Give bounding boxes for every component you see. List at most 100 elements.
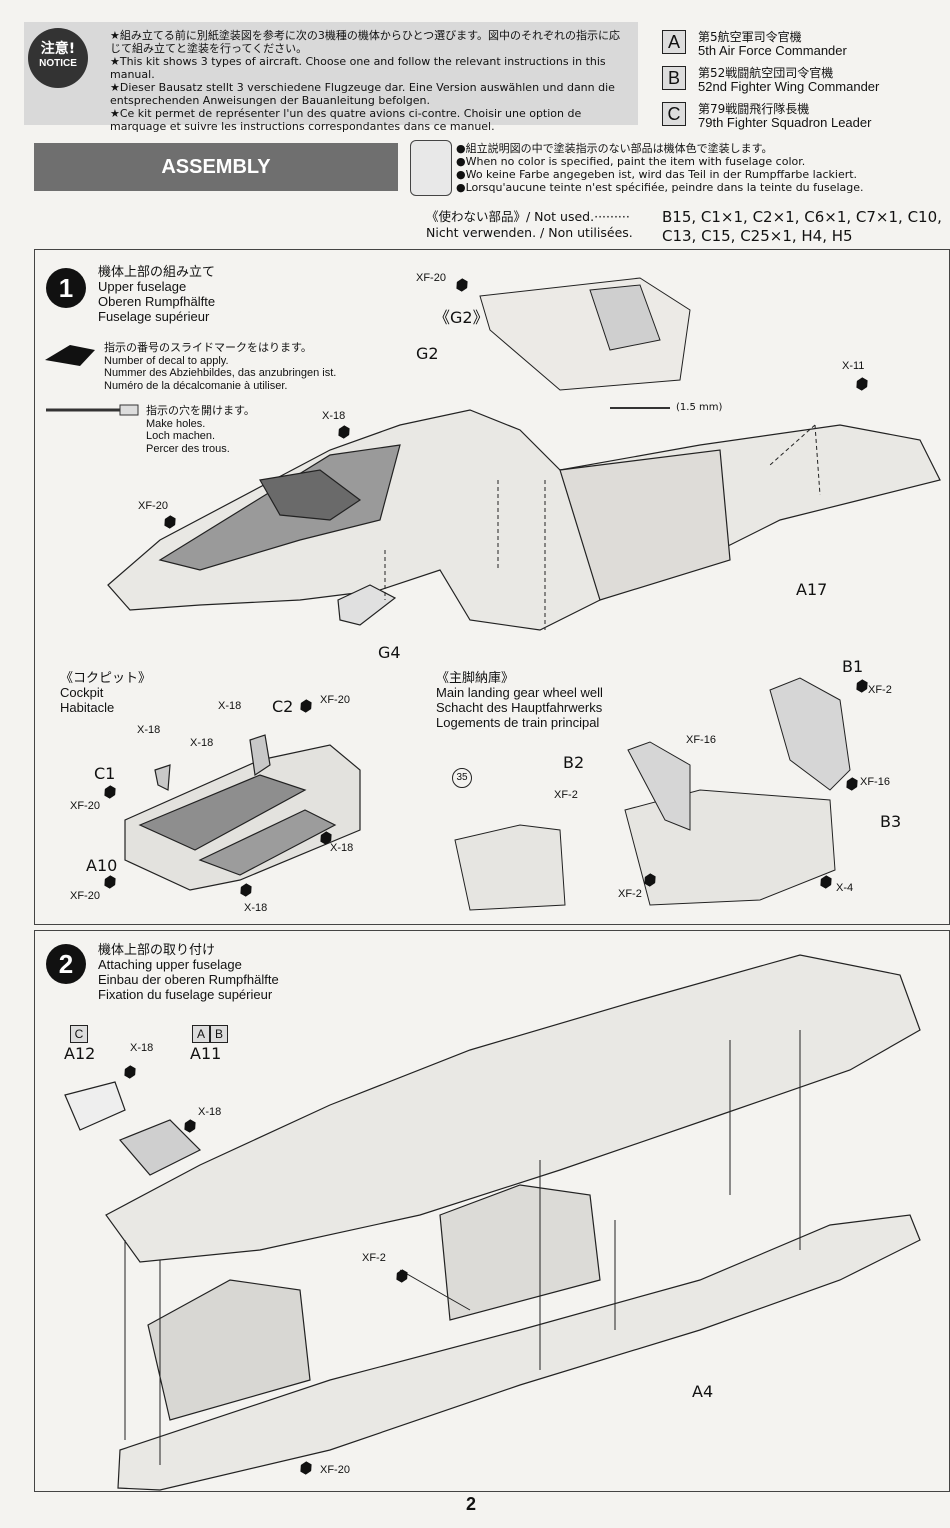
version-en: 79th Fighter Squadron Leader xyxy=(698,115,872,130)
sub-title-line: 《コクピット》 xyxy=(60,670,152,685)
part-label-a11: A11 xyxy=(190,1044,222,1063)
sub-title-line: Logements de train principal xyxy=(436,715,600,730)
wheel-well-title: 《主脚納庫》 Main landing gear wheel well Scha… xyxy=(436,670,603,730)
fuselage-assembly-drawing xyxy=(64,954,921,1491)
unused-parts-line-2: C13, C15, C25×1, H4, H5 xyxy=(662,227,853,245)
unused-label: 《使わない部品》/ Not used.········· Nicht verwe… xyxy=(426,209,633,241)
sub-title-line: Habitacle xyxy=(60,700,115,715)
notice-line: ★This kit shows 3 types of aircraft. Cho… xyxy=(110,55,606,81)
paint-label-x18: X-18 xyxy=(137,724,161,736)
paint-label-x18: X-18 xyxy=(322,410,346,422)
legend-line: Percer des trous. xyxy=(146,442,230,455)
paint-label-xf2: XF-2 xyxy=(362,1252,386,1264)
notice-text: ★組み立てる前に別紙塗装図を参考に次の3機種の機体からひとつ選びます。図中のそれ… xyxy=(110,29,630,133)
version-jp: 第79戦闘飛行隊長機 xyxy=(698,102,810,116)
step-title-line: Einbau der oberen Rumpfhälfte xyxy=(98,972,279,987)
part-label-g2: G2 xyxy=(416,344,439,363)
version-letter: B xyxy=(662,66,686,90)
legend-line: Numéro de la décalcomanie à utiliser. xyxy=(104,379,288,392)
paint-label-x11: X-11 xyxy=(842,360,865,372)
legend-line: 指示の穴を開けます。 xyxy=(146,405,255,417)
holes-legend: 指示の穴を開けます。 Make holes. Loch machen. Perc… xyxy=(146,405,255,455)
unused-parts-line-1: B15, C1×1, C2×1, C6×1, C7×1, C10, xyxy=(662,208,942,226)
version-list: A 第5航空軍司令官機 5th Air Force Commander B 第5… xyxy=(662,28,932,136)
part-label-g4: G4 xyxy=(378,643,401,662)
step-title-line: Upper fuselage xyxy=(98,279,187,294)
step-title-line: Fuselage supérieur xyxy=(98,309,210,324)
notice-line: ★Dieser Bausatz stellt 3 verschiedene Fl… xyxy=(110,81,615,107)
step-title-line: Attaching upper fuselage xyxy=(98,957,242,972)
notice-badge-jp: 注意! xyxy=(40,41,76,57)
paint-label-xf2: XF-2 xyxy=(618,888,642,900)
part-label-g2-detail: 《G2》 xyxy=(434,308,489,327)
part-label-a12: A12 xyxy=(64,1044,96,1063)
part-label-a10: A10 xyxy=(86,856,118,875)
sub-title-line: Schacht des Hauptfahrwerks xyxy=(436,700,603,715)
legend-line: Loch machen. xyxy=(146,430,216,442)
decal-legend: 指示の番号のスライドマークをはります。 Number of decal to a… xyxy=(104,342,336,392)
cockpit-tub-drawing xyxy=(124,734,361,891)
version-item-b: B 第52戦闘航空団司令官機 52nd Fighter Wing Command… xyxy=(662,64,932,100)
version-en: 5th Air Force Commander xyxy=(698,43,847,58)
version-en: 52nd Fighter Wing Commander xyxy=(698,79,880,94)
legend-line: Nummer des Abziehbildes, das anzubringen… xyxy=(104,367,337,379)
color-note-line: ●Lorsqu'aucune teinte n'est spécifiée, p… xyxy=(456,181,864,194)
paint-label-xf2: XF-2 xyxy=(868,684,892,696)
step-title-line: Oberen Rumpfhälfte xyxy=(98,294,216,309)
assembly-title: ASSEMBLY xyxy=(34,143,398,191)
paint-label-xf20: XF-20 xyxy=(320,694,350,706)
color-note-line: ●組立説明図の中で塗装指示のない部品は機体色で塗装します。 xyxy=(456,142,773,155)
sub-title-line: 《主脚納庫》 xyxy=(436,670,515,685)
notice-line: ★Ce kit permet de représenter l'un des q… xyxy=(110,107,582,133)
legend-line: 指示の番号のスライドマークをはります。 xyxy=(104,342,312,354)
version-letter: A xyxy=(662,30,686,54)
paint-label-x18: X-18 xyxy=(190,737,214,749)
paint-label-xf16: XF-16 xyxy=(686,734,716,746)
paint-label-x18: X-18 xyxy=(198,1106,222,1118)
page-number: 2 xyxy=(466,1494,477,1514)
version-item-c: C 第79戦闘飛行隊長機 79th Fighter Squadron Leade… xyxy=(662,100,932,136)
decal-icon xyxy=(45,345,95,366)
version-jp: 第52戦闘航空団司令官機 xyxy=(698,66,834,80)
paint-label-xf20: XF-20 xyxy=(416,272,446,284)
paint-label-x18: X-18 xyxy=(130,1042,154,1054)
step-title-line: Fixation du fuselage supérieur xyxy=(98,987,273,1002)
color-note-line: ●When no color is specified, paint the i… xyxy=(456,155,806,168)
paint-label-xf16: XF-16 xyxy=(860,776,890,788)
assembly-guides xyxy=(384,424,821,630)
version-tag-a: A xyxy=(192,1025,210,1043)
part-label-a4: A4 xyxy=(692,1382,714,1401)
step-1-title: 機体上部の組み立て Upper fuselage Oberen Rumpfhäl… xyxy=(98,264,215,324)
wheel-well-drawing xyxy=(454,677,851,911)
paint-label-x18: X-18 xyxy=(330,842,354,854)
version-letter: C xyxy=(662,102,686,126)
legend-line: Number of decal to apply. xyxy=(104,354,229,367)
drill-size-label: (1.5 mm) xyxy=(676,402,723,413)
color-note: ●組立説明図の中で塗装指示のない部品は機体色で塗装します。 ●When no c… xyxy=(456,142,864,194)
unused-parts: B15, C1×1, C2×1, C6×1, C7×1, C10, C13, C… xyxy=(662,208,942,246)
unused-label-line-2: Nicht verwenden. / Non utilisées. xyxy=(426,225,633,240)
paint-label-xf2: XF-2 xyxy=(554,789,578,801)
paint-label-x4: X-4 xyxy=(836,882,854,894)
notice-line: ★組み立てる前に別紙塗装図を参考に次の3機種の機体からひとつ選びます。図中のそれ… xyxy=(110,29,620,55)
part-label-a17: A17 xyxy=(796,580,828,599)
paint-label-x18: X-18 xyxy=(218,700,242,712)
step-2-title: 機体上部の取り付け Attaching upper fuselage Einba… xyxy=(98,942,279,1002)
part-label-b3: B3 xyxy=(880,812,902,831)
step-2-frame xyxy=(34,930,950,1492)
notice-box xyxy=(24,22,638,125)
paint-label-xf20: XF-20 xyxy=(138,500,168,512)
step-number: 1 xyxy=(46,268,86,308)
version-jp: 第5航空軍司令官機 xyxy=(698,30,802,44)
version-tag-b: B xyxy=(210,1025,228,1043)
step-title-line: 機体上部の取り付け xyxy=(98,942,216,957)
upper-fuselage-drawing xyxy=(107,409,941,631)
paint-label-x18: X-18 xyxy=(244,902,268,914)
notice-badge: 注意! NOTICE xyxy=(28,28,88,88)
unused-label-line-1: 《使わない部品》/ Not used.········· xyxy=(426,209,630,224)
part-label-c2: C2 xyxy=(272,697,294,716)
step-title-line: 機体上部の組み立て xyxy=(98,264,216,279)
step-number: 2 xyxy=(46,944,86,984)
paint-label-xf20: XF-20 xyxy=(70,890,100,902)
